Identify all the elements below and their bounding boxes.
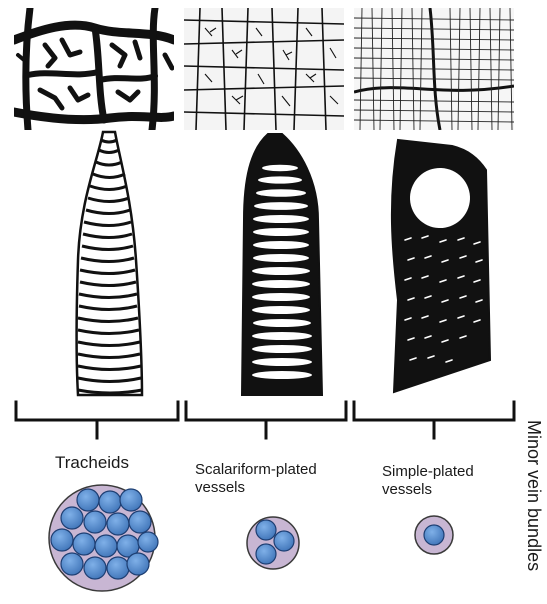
venation-panel-scalariform: [184, 8, 344, 130]
side-label-minor-vein-bundles: Minor vein bundles: [524, 420, 544, 571]
venation-panel-tracheids: [14, 8, 174, 130]
venation-panel-simple: [354, 8, 514, 130]
label-tracheids: Tracheids: [55, 453, 129, 472]
bundle-tracheids: [49, 485, 158, 591]
label-simple: Simple-plated vessels: [382, 463, 478, 498]
tracheid-drawing: [77, 132, 143, 395]
brace-scalariform: [186, 402, 346, 438]
bundle-simple: [415, 516, 453, 554]
brace-tracheids: [16, 402, 178, 438]
label-scalariform: Scalariform-plated vessels: [195, 461, 321, 496]
scalariform-vessel-drawing: [242, 134, 322, 395]
simple-vessel-drawing: [392, 140, 490, 392]
bundle-scalariform: [247, 517, 299, 569]
brace-simple: [354, 402, 514, 438]
